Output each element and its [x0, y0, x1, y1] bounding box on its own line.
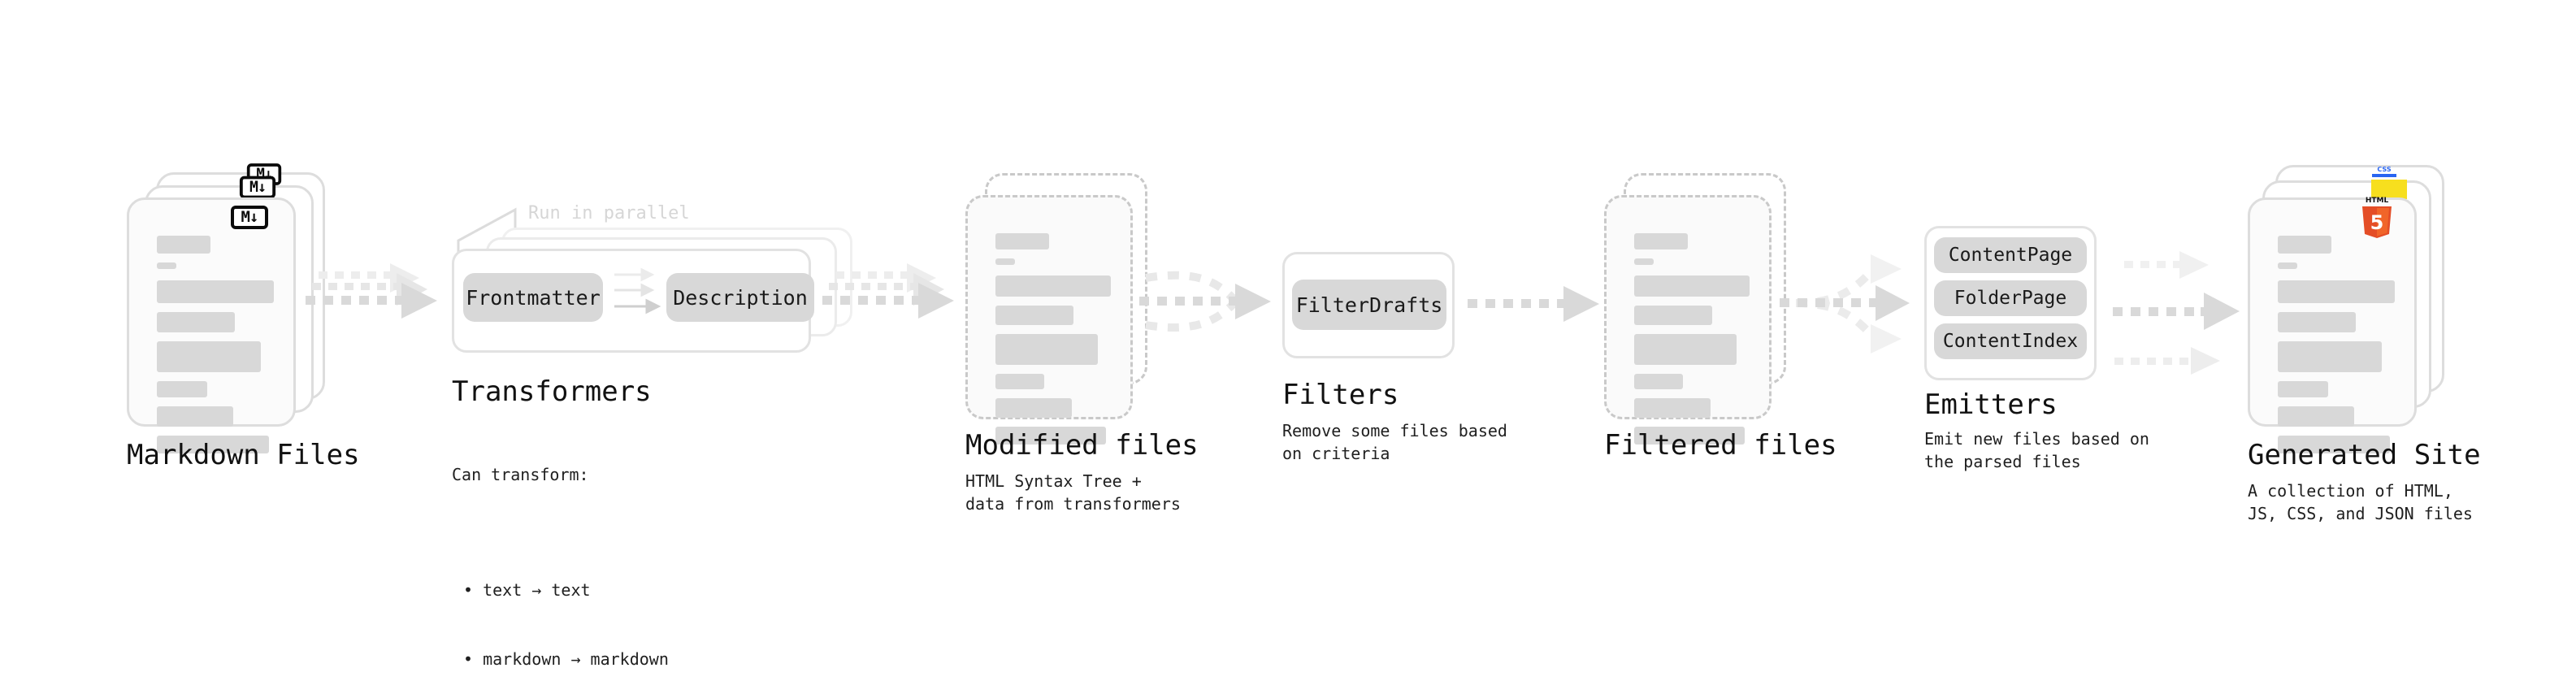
javascript-badge — [2371, 180, 2407, 199]
markdown-skeleton — [157, 236, 274, 462]
filters-caption: Remove some files based on criteria — [1282, 421, 1507, 464]
stage-title-filtered-files: Filtered files — [1604, 429, 1837, 462]
stage-title-transformers: Transformers — [452, 375, 652, 408]
stage-title-modified-files: Modified files — [965, 429, 1199, 462]
site-card-front — [2248, 197, 2417, 453]
emitter-pill-folderpage[interactable]: FolderPage — [1934, 280, 2087, 316]
emitters-caption: Emit new files based on the parsed files — [1924, 429, 2149, 472]
generated-site-caption: A collection of HTML, JS, CSS, and JSON … — [2248, 481, 2473, 524]
transformer-pill-frontmatter[interactable]: Frontmatter — [463, 273, 603, 322]
html5-badge: HTML 5 — [2362, 197, 2392, 238]
css3-badge: CSS — [2372, 166, 2396, 177]
stage-title-emitters: Emitters — [1924, 388, 2058, 421]
run-in-parallel-label: Run in parallel — [528, 203, 690, 223]
filter-pill-filterdrafts[interactable]: FilterDrafts — [1292, 280, 1446, 330]
transformers-bullet-0: text → text — [463, 579, 669, 601]
emitter-pill-contentindex[interactable]: ContentIndex — [1934, 323, 2087, 359]
filtered-skeleton — [1634, 233, 1750, 453]
connector-modified-to-filters — [1139, 271, 1271, 332]
transformers-bullet-1: markdown → markdown — [463, 648, 669, 670]
modified-files-caption: HTML Syntax Tree + data from transformer… — [965, 471, 1181, 514]
site-skeleton — [2278, 236, 2395, 462]
connector-emitters-to-site — [2113, 251, 2240, 375]
html5-badge-wordmark: HTML — [2366, 197, 2389, 205]
markdown-card-front — [127, 197, 296, 453]
transformers-bullets: text → text markdown → markdown html → h… — [463, 532, 669, 681]
markdown-badge: M↓ — [231, 206, 268, 229]
svg-text:CSS: CSS — [2377, 166, 2391, 173]
markdown-badge-mid: M↓ — [239, 176, 276, 199]
html5-badge-number: 5 — [2370, 211, 2384, 234]
emitter-pill-contentpage[interactable]: ContentPage — [1934, 237, 2087, 273]
transformer-inner-arrows — [614, 267, 661, 314]
transformer-pill-description[interactable]: Description — [666, 273, 814, 322]
transformers-caption: Can transform: text → text markdown → ma… — [452, 417, 669, 681]
stage-title-filters: Filters — [1282, 379, 1399, 411]
connector-md-to-transformers — [306, 263, 437, 319]
connector-transformers-to-modified — [822, 263, 954, 319]
stage-title-generated-site: Generated Site — [2248, 439, 2481, 471]
modified-card-front — [965, 195, 1133, 445]
transformers-caption-heading: Can transform: — [452, 464, 589, 484]
connector-filtered-to-emitters — [1780, 254, 1910, 354]
modified-skeleton — [995, 233, 1111, 453]
connector-filters-to-filtered — [1468, 286, 1599, 322]
stage-title-markdown-files: Markdown Files — [127, 439, 360, 471]
filtered-card-front — [1604, 195, 1772, 445]
